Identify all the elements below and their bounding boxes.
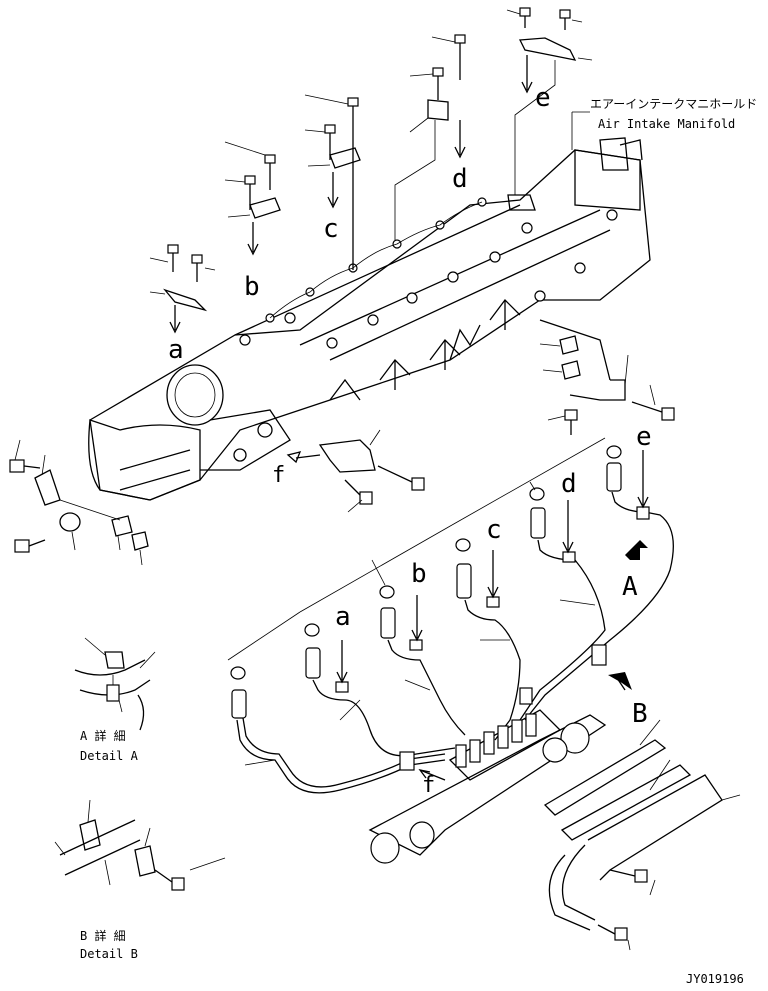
callout-b-top: b xyxy=(244,272,260,302)
view-label-A: A xyxy=(622,572,638,602)
title-jp: エアーインテークマニホールド xyxy=(590,97,757,111)
view-label-B: B xyxy=(632,699,648,729)
callout-a-top: a xyxy=(168,335,184,365)
top-bolts xyxy=(149,7,593,334)
flange-bolts xyxy=(239,197,618,349)
callout-c-low: c xyxy=(486,515,502,545)
drawing-id: JY019196 xyxy=(686,972,744,986)
detail-b-jp: B 詳 細 xyxy=(80,928,126,943)
clamp-plates xyxy=(543,719,741,951)
arrow-B-icon xyxy=(608,672,632,690)
air-intake-manifold xyxy=(88,137,651,501)
arrow-A-icon xyxy=(625,540,648,560)
right-bracket-parts xyxy=(539,319,675,435)
callout-b-low: b xyxy=(411,559,427,589)
callout-e-top: e xyxy=(535,83,551,113)
detail-b-drawing xyxy=(54,799,226,891)
f-bracket xyxy=(286,429,425,513)
callout-c-top: c xyxy=(323,214,339,244)
callout-a-low: a xyxy=(335,602,351,632)
injection-tubes xyxy=(227,437,674,794)
view-arrows xyxy=(418,540,648,781)
detail-a-drawing xyxy=(74,637,156,731)
detail-b-en: Detail B xyxy=(80,947,138,961)
title-en: Air Intake Manifold xyxy=(598,117,735,131)
callout-d-top: d xyxy=(452,164,468,194)
lower-callout-arrows xyxy=(336,450,649,684)
detail-a-jp: A 詳 細 xyxy=(80,728,126,743)
detail-a-en: Detail A xyxy=(80,749,139,763)
callout-d-low: d xyxy=(561,469,577,499)
injection-pump xyxy=(368,709,607,864)
callout-e-low: e xyxy=(636,422,652,452)
left-small-parts xyxy=(9,439,149,566)
callout-f-top: f xyxy=(272,463,285,488)
callout-f-low: f xyxy=(422,773,435,798)
